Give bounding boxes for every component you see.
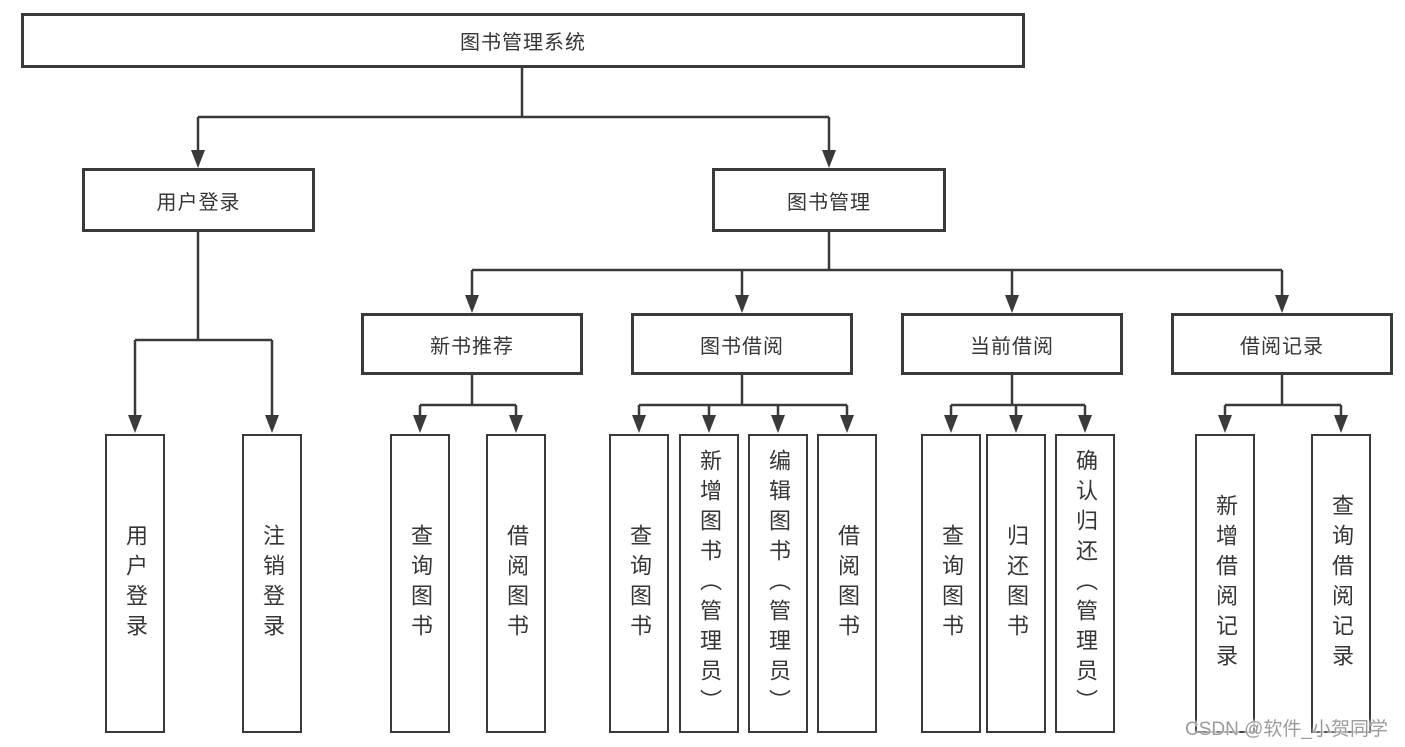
node-current-borrowing: 当前借阅 bbox=[901, 313, 1123, 375]
leaf-add-book-admin: 新增图书（管理员） bbox=[679, 434, 739, 733]
leaf-query-books-current: 查询图书 bbox=[921, 434, 981, 733]
leaf-confirm-return-admin: 确认归还（管理员） bbox=[1055, 434, 1115, 733]
csdn-watermark: CSDN @软件_小贺同学 bbox=[1185, 719, 1388, 740]
leaf-confirm-return-admin-label: 确认归还（管理员） bbox=[1073, 448, 1098, 719]
leaf-user-login: 用户登录 bbox=[105, 434, 165, 733]
leaf-borrow-books-recommend-label: 借阅图书 bbox=[504, 523, 529, 644]
leaf-edit-book-admin-label: 编辑图书（管理员） bbox=[766, 448, 791, 719]
node-new-book-recommend: 新书推荐 bbox=[361, 313, 583, 375]
leaf-add-borrow-record: 新增借阅记录 bbox=[1195, 434, 1255, 733]
node-book-management: 图书管理 bbox=[712, 168, 946, 232]
leaf-query-books-recommend-label: 查询图书 bbox=[408, 523, 433, 644]
node-user-login-label: 用户登录 bbox=[156, 191, 241, 214]
leaf-add-book-admin-label: 新增图书（管理员） bbox=[697, 448, 722, 719]
leaf-user-login-label: 用户登录 bbox=[123, 523, 148, 644]
leaf-return-book: 归还图书 bbox=[986, 434, 1046, 733]
node-borrowing-records: 借阅记录 bbox=[1171, 313, 1393, 375]
node-current-borrowing-label: 当前借阅 bbox=[970, 335, 1054, 358]
leaf-borrow-books-label: 借阅图书 bbox=[835, 523, 860, 644]
leaf-query-books-recommend: 查询图书 bbox=[390, 434, 450, 733]
node-borrowing-records-label: 借阅记录 bbox=[1240, 335, 1324, 358]
leaf-borrow-books-recommend: 借阅图书 bbox=[486, 434, 546, 733]
node-library-system-label: 图书管理系统 bbox=[460, 32, 586, 54]
node-book-borrowing: 图书借阅 bbox=[631, 313, 853, 375]
leaf-add-borrow-record-label: 新增借阅记录 bbox=[1213, 493, 1238, 674]
node-book-management-label: 图书管理 bbox=[787, 191, 871, 214]
node-book-borrowing-label: 图书借阅 bbox=[700, 335, 784, 358]
node-new-book-recommend-label: 新书推荐 bbox=[430, 335, 514, 358]
leaf-query-books-borrow: 查询图书 bbox=[609, 434, 669, 733]
leaf-edit-book-admin: 编辑图书（管理员） bbox=[748, 434, 808, 733]
node-library-system: 图书管理系统 bbox=[21, 13, 1025, 68]
leaf-query-borrow-record: 查询借阅记录 bbox=[1311, 434, 1371, 733]
leaf-query-books-borrow-label: 查询图书 bbox=[627, 523, 652, 644]
node-user-login: 用户登录 bbox=[82, 168, 315, 232]
leaf-query-borrow-record-label: 查询借阅记录 bbox=[1329, 493, 1354, 674]
leaf-borrow-books: 借阅图书 bbox=[817, 434, 877, 733]
leaf-logout-label: 注销登录 bbox=[260, 523, 285, 644]
leaf-return-book-label: 归还图书 bbox=[1004, 523, 1029, 644]
leaf-logout: 注销登录 bbox=[242, 434, 302, 733]
leaf-query-books-current-label: 查询图书 bbox=[939, 523, 964, 644]
